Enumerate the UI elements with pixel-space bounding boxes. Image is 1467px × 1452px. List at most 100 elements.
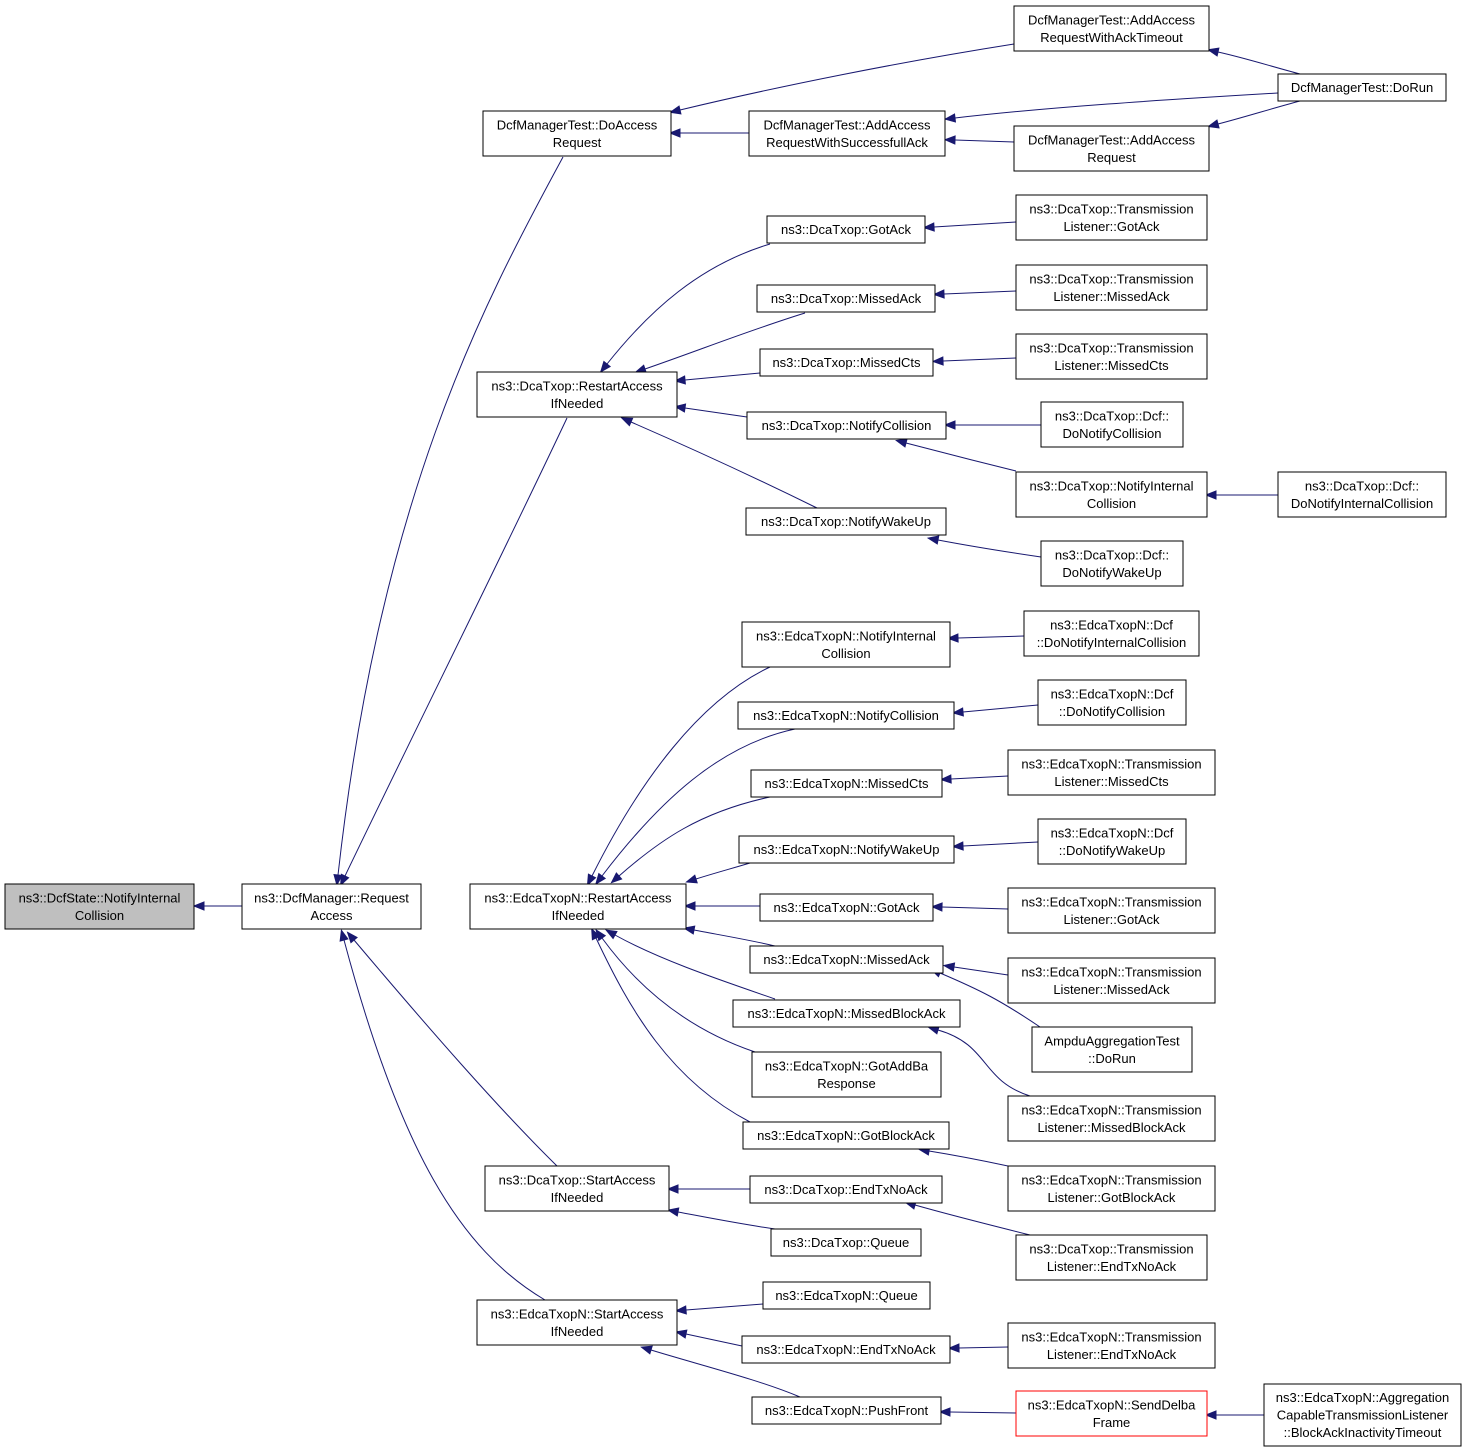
graph-node-n27[interactable]: ns3::EdcaTxopN::NotifyWakeUp [738,835,955,864]
graph-node-n23[interactable]: ns3::EdcaTxopN::NotifyCollision [737,701,955,730]
graph-node-n12[interactable]: ns3::DcaTxop::MissedCts [759,348,934,377]
graph-node-n18[interactable]: ns3::DcaTxop::NotifyWakeUp [745,507,947,536]
graph-node-n8[interactable]: ns3::DcaTxop::GotAck [766,215,926,244]
graph-node-n15[interactable]: ns3::DcaTxop::Dcf::DoNotifyCollision [1040,401,1184,448]
edge-n37-to-n20 [591,927,751,1123]
edge-line [614,934,776,1000]
node-label-line: ns3::DcaTxop::Transmission [1029,340,1193,355]
edge-arrowhead [685,874,698,884]
graph-node-n34[interactable]: ns3::EdcaTxopN::MissedBlockAck [732,999,961,1028]
edge-arrowhead [1206,47,1220,57]
graph-node-n9[interactable]: ns3::DcaTxop::TransmissionListener::GotA… [1015,194,1208,241]
edge-line [650,1349,801,1398]
graph-node-n45[interactable]: ns3::EdcaTxopN::EndTxNoAck [741,1335,951,1364]
graph-node-n16[interactable]: ns3::DcaTxop::NotifyInternalCollision [1015,471,1208,518]
edge-arrowhead [943,420,956,430]
graph-node-n17[interactable]: ns3::DcaTxop::Dcf::DoNotifyInternalColli… [1277,471,1447,518]
node-label-line: Access [311,908,353,923]
edge-n36-to-n20 [595,928,756,1053]
graph-node-n10[interactable]: ns3::DcaTxop::MissedAck [756,284,936,313]
edge-arrowhead [683,901,696,911]
edge-line [601,937,756,1053]
node-label-line: ::DoRun [1088,1051,1136,1066]
edge-line [679,43,1015,111]
node-box [4,883,195,930]
graph-node-n4[interactable]: DcfManagerTest::DoRun [1277,73,1447,102]
edge-line [943,290,1017,295]
graph-node-n3[interactable]: DcfManagerTest::AddAccessRequestWithAckT… [1013,5,1210,52]
node-box [732,999,961,1028]
graph-node-n44[interactable]: ns3::EdcaTxopN::Queue [762,1281,931,1310]
node-label-line: AmpduAggregationTest [1044,1033,1180,1048]
node-box [1031,1026,1193,1073]
node-label-line: Listener::MissedCts [1054,358,1169,373]
node-box [241,883,422,930]
graph-node-n40[interactable]: ns3::DcaTxop::EndTxNoAck [749,1175,943,1204]
graph-node-n35[interactable]: ns3::EdcaTxopN::TransmissionListener::Mi… [1007,1095,1216,1142]
edge-n26-to-n25 [939,774,1009,784]
graph-node-n29[interactable]: ns3::EdcaTxopN::GotAck [759,893,934,922]
graph-node-n30[interactable]: ns3::EdcaTxopN::TransmissionListener::Go… [1007,887,1216,934]
graph-node-n47[interactable]: ns3::EdcaTxopN::PushFront [751,1396,942,1425]
node-label-line: ns3::DcaTxop::GotAck [781,222,912,237]
graph-node-n41[interactable]: ns3::DcaTxop::TransmissionListener::EndT… [1015,1234,1208,1281]
node-label-line: ns3::DcaTxop::RestartAccess [491,378,663,393]
edge-line [942,357,1017,362]
graph-node-n38[interactable]: ns3::EdcaTxopN::TransmissionListener::Go… [1007,1165,1216,1212]
edge-n12-to-n7 [673,372,761,385]
graph-node-n19[interactable]: ns3::DcaTxop::Dcf::DoNotifyWakeUp [1040,540,1184,587]
edge-n42-to-n39 [666,1207,776,1230]
edge-line [914,1204,1031,1236]
edge-n35-to-n34 [927,1025,1031,1097]
node-box [1040,401,1184,448]
edge-n2-to-n1 [333,156,564,887]
graph-node-n33[interactable]: AmpduAggregationTest::DoRun [1031,1026,1193,1073]
graph-node-n22[interactable]: ns3::EdcaTxopN::Dcf::DoNotifyInternalCol… [1023,610,1200,657]
edge-arrowhead [932,289,945,299]
node-label-line: ns3::EdcaTxopN::PushFront [765,1403,929,1418]
edge-line [630,421,818,509]
edge-arrowhead [1207,119,1220,129]
node-label-line: ns3::EdcaTxopN::Transmission [1021,1329,1201,1344]
graph-node-n14[interactable]: ns3::DcaTxop::NotifyCollision [746,411,947,440]
node-label-line: Listener::GotAck [1063,912,1160,927]
graph-node-n13[interactable]: ns3::DcaTxop::TransmissionListener::Miss… [1015,333,1208,380]
node-label-line: ::DoNotifyCollision [1059,704,1165,719]
graph-node-n42[interactable]: ns3::DcaTxop::Queue [770,1228,922,1257]
graph-node-n11[interactable]: ns3::DcaTxop::TransmissionListener::Miss… [1015,264,1208,311]
graph-node-n28[interactable]: ns3::EdcaTxopN::Dcf::DoNotifyWakeUp [1037,818,1187,865]
graph-node-n5[interactable]: DcfManagerTest::AddAccessRequestWithSucc… [748,110,946,157]
edge-line [939,972,1041,1028]
edge-n29-to-n20 [683,901,760,911]
node-box [484,1165,670,1212]
graph-node-n21[interactable]: ns3::EdcaTxopN::NotifyInternalCollision [741,621,951,668]
graph-node-n0[interactable]: ns3::DcfState::NotifyInternalCollision [4,883,195,930]
graph-node-n37[interactable]: ns3::EdcaTxopN::GotBlockAck [742,1121,950,1150]
node-label-line: ns3::EdcaTxopN::Transmission [1021,894,1201,909]
graph-node-n31[interactable]: ns3::EdcaTxopN::MissedAck [749,945,944,974]
node-box [482,110,672,157]
node-label-line: ns3::EdcaTxopN::GotAck [774,900,920,915]
node-label-line: DoNotifyInternalCollision [1291,496,1433,511]
node-box [741,621,951,668]
edge-arrowhead [673,375,686,385]
edge-n9-to-n8 [922,221,1017,232]
graph-node-n26[interactable]: ns3::EdcaTxopN::TransmissionListener::Mi… [1007,749,1216,796]
graph-node-n25[interactable]: ns3::EdcaTxopN::MissedCts [750,769,943,798]
graph-node-n46[interactable]: ns3::EdcaTxopN::TransmissionListener::En… [1007,1322,1216,1369]
edge-arrowhead [339,929,349,942]
graph-node-n24[interactable]: ns3::EdcaTxopN::Dcf::DoNotifyCollision [1037,679,1187,726]
graph-node-n49[interactable]: ns3::EdcaTxopN::AggregationCapableTransm… [1263,1383,1462,1447]
node-label-line: ns3::EdcaTxopN::StartAccess [491,1306,664,1321]
graph-node-n32[interactable]: ns3::EdcaTxopN::TransmissionListener::Mi… [1007,957,1216,1004]
edge-n14-to-n7 [673,403,748,418]
